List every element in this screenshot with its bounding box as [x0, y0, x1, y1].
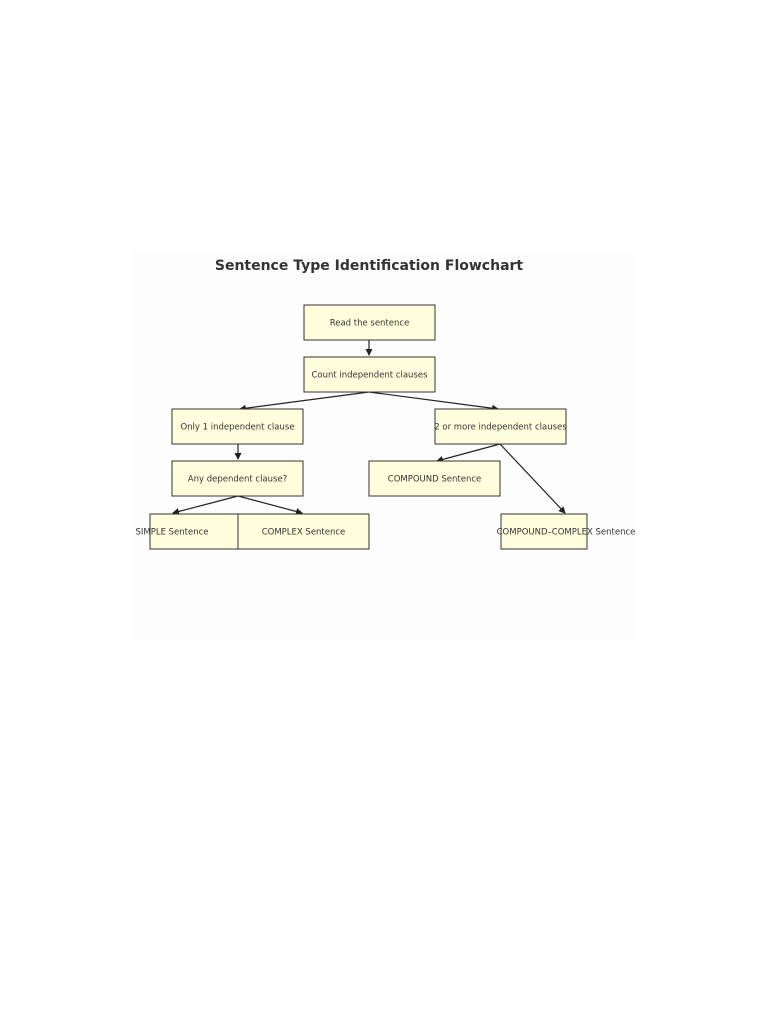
edge-dependent-to-complex	[237, 495, 303, 515]
node-simple-sentence: SIMPLE Sentence	[135, 513, 239, 550]
edge-two-plus-to-compound-complex	[499, 443, 566, 514]
node-read-the-sentence: Read the sentence	[303, 304, 436, 341]
node-compound-sentence: COMPOUND Sentence	[368, 460, 501, 497]
node-label: COMPOUND–COMPLEX Sentence	[497, 528, 636, 538]
flowchart-title: Sentence Type Identification Flowchart	[214, 258, 524, 274]
edge-two-plus-to-compound	[436, 443, 501, 463]
node-label: Any dependent clause?	[188, 475, 287, 485]
node-label: 2 or more independent clauses	[434, 423, 567, 433]
edge-dependent-to-simple	[172, 495, 239, 515]
node-two-or-more-independent-clauses: 2 or more independent clauses	[434, 408, 567, 445]
node-compound-complex-sentence: COMPOUND–COMPLEX Sentence	[497, 513, 636, 550]
node-label: COMPOUND Sentence	[388, 475, 481, 485]
node-only-one-independent-clause: Only 1 independent clause	[171, 408, 304, 445]
node-count-independent-clauses: Count independent clauses	[303, 356, 436, 393]
node-complex-sentence: COMPLEX Sentence	[237, 513, 370, 550]
node-label: Only 1 independent clause	[180, 423, 294, 433]
node-any-dependent-clause: Any dependent clause?	[171, 460, 304, 497]
node-label: Read the sentence	[330, 319, 410, 329]
node-label: COMPLEX Sentence	[262, 528, 346, 538]
node-label: Count independent clauses	[311, 371, 428, 381]
edge-count-to-two-plus	[368, 391, 499, 412]
edge-count-to-one	[239, 391, 370, 412]
node-label: SIMPLE Sentence	[135, 528, 208, 538]
